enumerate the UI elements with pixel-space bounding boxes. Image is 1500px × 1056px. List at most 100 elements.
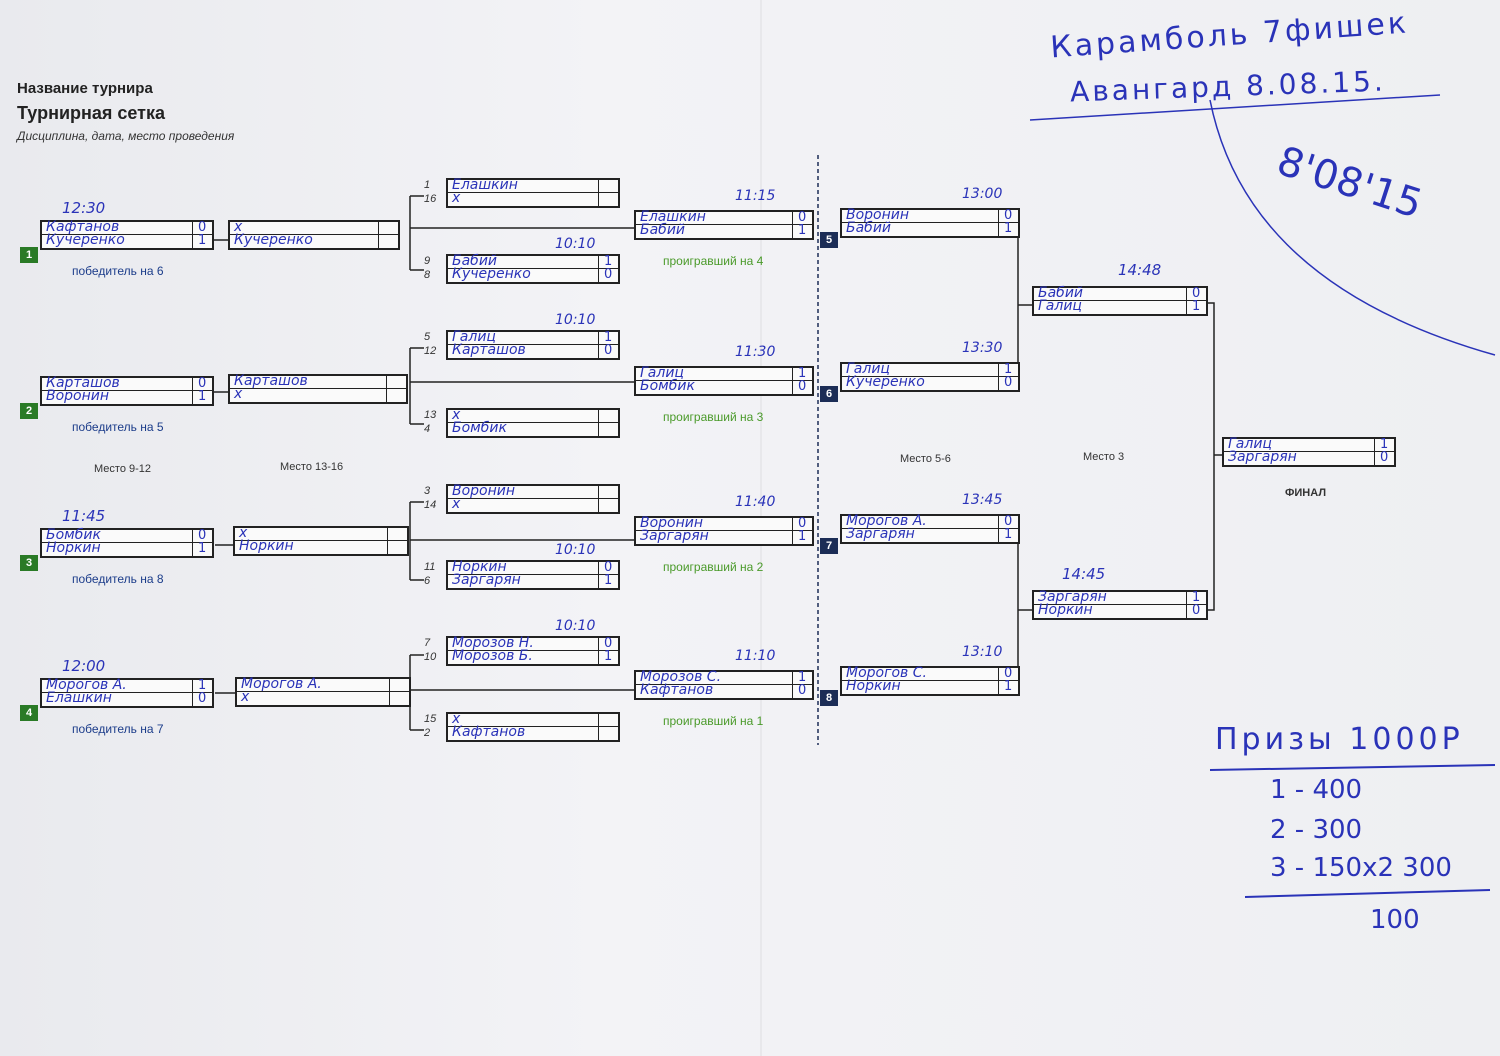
player-1-name: Норкин [452,559,507,575]
player-2-name: Заргарян [846,526,915,542]
match-divider [842,222,1018,223]
player-2-score: 1 [1192,299,1201,314]
score-column [192,222,193,248]
player-2-name: Кучеренко [234,232,313,248]
match-divider [1034,604,1206,605]
seed-number: 14 [424,499,437,511]
player-1-name: Бабий [1038,285,1084,301]
match-divider [42,234,212,235]
match-time: 13:10 [962,644,1003,660]
place-5-6-label: Место 5-6 [900,453,951,465]
match-divider [842,528,1018,529]
player-1-score: 0 [198,220,207,235]
match-number: 5 [820,232,838,248]
match-divider [230,234,398,235]
player-1-score: 1 [604,254,613,269]
player-1-score: 0 [1192,286,1201,301]
player-2-name: Норкин [239,538,294,554]
match-divider [842,680,1018,681]
player-1-name: х [452,407,461,423]
player-2-score: 0 [1004,375,1013,390]
player-1-score: 0 [1004,208,1013,223]
player-1-score: 1 [1380,437,1389,452]
player-1-score: 0 [604,636,613,651]
score-column [998,364,999,390]
match-divider [237,691,409,692]
player-2-name: Заргарян [452,572,521,588]
player-1-name: Морогов А. [846,513,927,529]
match-number: 7 [820,538,838,554]
loser-note: проигравший на 4 [663,254,764,268]
match-number: 6 [820,386,838,402]
match-divider [42,390,212,391]
player-2-name: Галиц [1038,298,1082,314]
player-1-name: х [234,219,243,235]
player-1-score: 1 [798,366,807,381]
match-number: 8 [820,690,838,706]
player-2-name: Бабий [846,220,892,236]
player-1-score: 1 [1004,362,1013,377]
place-13-16-label: Место 13-16 [280,461,344,473]
player-2-score: 0 [1192,603,1201,618]
winner-note: победитель на 5 [72,420,164,434]
match-divider [235,540,407,541]
place-3-label: Место 3 [1083,451,1125,463]
player-1-name: Воронин [640,515,704,531]
score-column [792,212,793,238]
score-column [792,368,793,394]
player-2-score: 0 [604,343,613,358]
match-time: 10:10 [555,236,596,252]
player-2-name: Заргарян [640,528,709,544]
match-divider [448,422,618,423]
player-2-score: 1 [198,389,207,404]
player-2-score: 0 [1380,450,1389,465]
player-2-name: Бабий [640,222,686,238]
match-number: 2 [20,403,38,419]
match-divider [842,376,1018,377]
winner-note: победитель на 8 [72,572,164,586]
player-1-name: х [239,525,248,541]
score-column [792,672,793,698]
match-time: 10:10 [555,312,596,328]
prize-row-3: 3 - 150х2 300 [1270,853,1452,883]
seed-number: 9 [424,255,431,267]
player-2-name: Бомбик [452,420,507,436]
score-column [192,680,193,706]
seed-number: 8 [424,269,431,281]
match-divider [448,344,618,345]
player-2-name: Елашкин [46,690,112,706]
player-2-name: х [452,190,461,206]
seed-number: 16 [424,193,437,205]
player-2-name: Кучеренко [846,374,925,390]
seed-number: 1 [424,179,431,191]
player-1-name: Галиц [452,329,496,345]
match-time: 11:40 [735,494,776,510]
player-1-score: 0 [798,516,807,531]
match-time: 14:48 [1118,261,1162,279]
player-2-name: х [241,689,250,705]
winner-note: победитель на 6 [72,264,164,278]
score-column [1186,592,1187,618]
match-time: 13:30 [962,340,1003,356]
player-1-name: Заргарян [1038,589,1107,605]
player-2-name: Кафтанов [640,682,714,698]
loser-note: проигравший на 2 [663,560,764,574]
player-1-name: Морогов С. [846,665,927,681]
winner-note: победитель на 7 [72,722,164,736]
player-1-score: 1 [198,678,207,693]
